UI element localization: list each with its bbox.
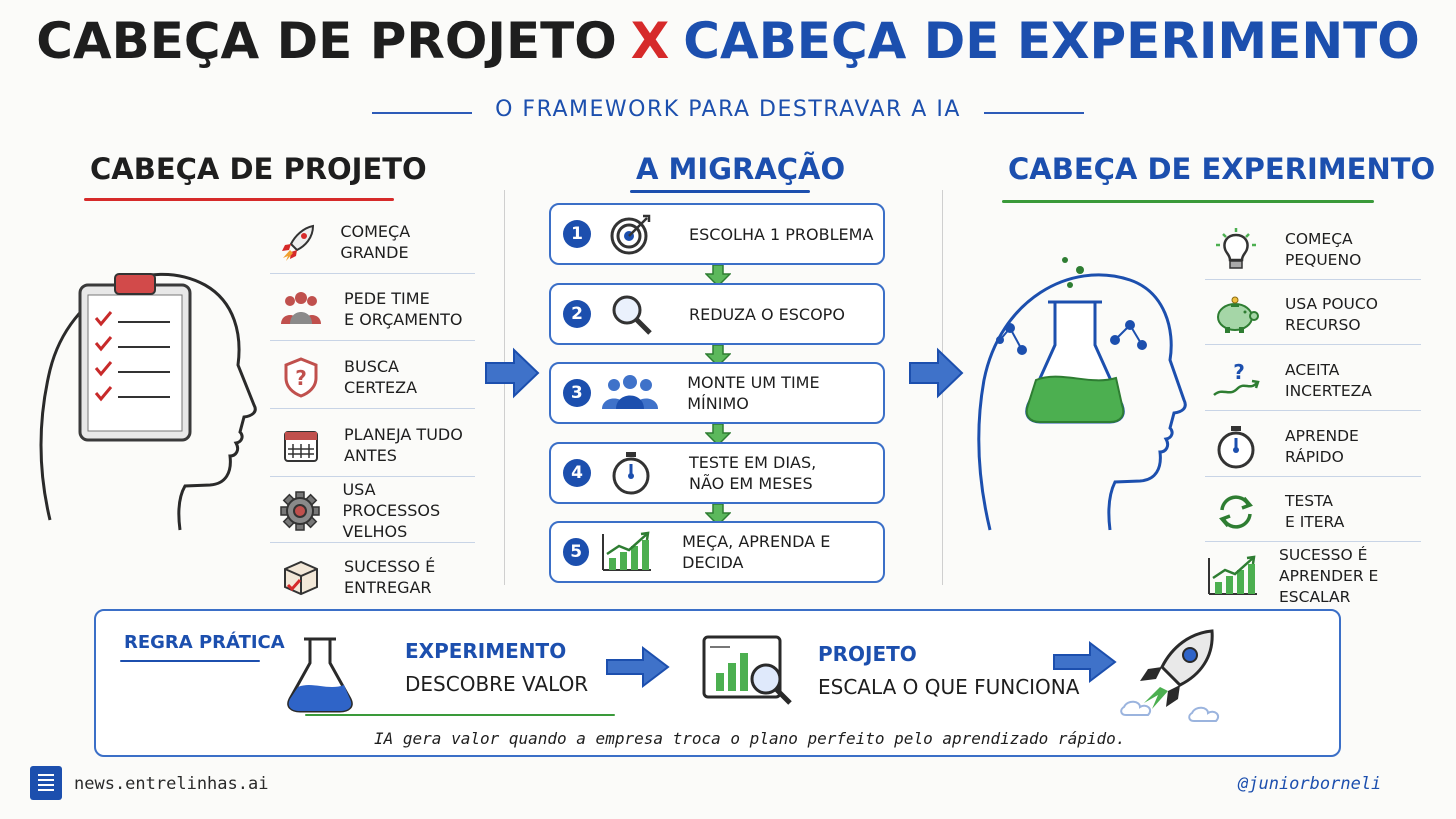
title-x: X (630, 12, 670, 70)
lightbulb-icon (1205, 227, 1267, 273)
right-list-item: ? ACEITA INCERTEZA (1205, 351, 1421, 411)
right-heading: CABEÇA DE EXPERIMENTO (1008, 152, 1436, 186)
project-text: ESCALA O QUE FUNCIONA (818, 675, 1080, 699)
step-number: 3 (563, 379, 591, 407)
head-flask-illustration (977, 257, 1187, 531)
migration-step: 2 REDUZA O ESCOPO (549, 283, 885, 345)
footer-site[interactable]: news.entrelinhas.ai (74, 774, 269, 794)
left-list-label: COMEÇA GRANDE (340, 221, 411, 262)
arrow-down-icon (705, 504, 731, 526)
shield-question-icon: ? (270, 356, 332, 398)
right-list-label: USA POUCO RECURSO (1285, 294, 1378, 334)
migration-step: 1 ESCOLHA 1 PROBLEMA (549, 203, 885, 265)
arrow-right-icon (606, 645, 670, 689)
team-icon (270, 290, 332, 328)
left-list-label: SUCESSO É ENTREGAR (344, 557, 436, 597)
left-list-label: PLANEJA TUDO ANTES (344, 424, 463, 465)
step-label: MONTE UM TIME MÍNIMO (687, 373, 820, 413)
arrow-down-icon (705, 345, 731, 367)
left-heading: CABEÇA DE PROJETO (90, 152, 427, 186)
migration-step: 4 TESTE EM DIAS, NÃO EM MESES (549, 442, 885, 504)
experiment-heading: EXPERIMENTO (405, 639, 567, 663)
left-list-item: SUCESSO É ENTREGAR (270, 545, 475, 609)
rocket-icon (1120, 629, 1220, 722)
right-list-item: TESTA E ITERA (1205, 482, 1421, 542)
left-list-item: PLANEJA TUDO ANTES (270, 413, 475, 477)
subtitle-line-left (372, 112, 472, 114)
separator-left (504, 190, 505, 585)
arrow-right-icon (485, 347, 540, 399)
arrow-down-icon (705, 265, 731, 287)
stopwatch-icon (591, 450, 671, 496)
arrow-down-icon (705, 424, 731, 446)
right-list-label: ACEITA INCERTEZA (1285, 360, 1372, 400)
rule-label: REGRA PRÁTICA (124, 632, 285, 653)
svg-text:?: ? (1233, 361, 1245, 384)
chart-magnifier-icon (702, 635, 792, 705)
right-list-label: TESTA E ITERA (1285, 491, 1345, 531)
right-list-item: APRENDE RÁPIDO (1205, 417, 1421, 477)
title-right: CABEÇA DE EXPERIMENTO (683, 12, 1420, 70)
migration-step: 3 MONTE UM TIME MÍNIMO (549, 362, 885, 424)
project-heading: PROJETO (818, 642, 917, 666)
migration-step: 5 MEÇA, APRENDA E DECIDA (549, 521, 885, 583)
right-list-item: COMEÇA PEQUENO (1205, 220, 1421, 280)
right-list-item: USA POUCO RECURSO (1205, 285, 1421, 345)
step-number: 5 (563, 538, 590, 566)
subtitle: O FRAMEWORK PARA DESTRAVAR A IA (495, 97, 961, 122)
growth-chart-icon (589, 530, 664, 574)
rocket-icon (270, 222, 328, 262)
calendar-icon (270, 425, 332, 465)
growth-chart-icon (1205, 554, 1261, 598)
svg-text:?: ? (295, 366, 307, 390)
step-number: 2 (563, 300, 591, 328)
rule-quote: IA gera valor quando a empresa troca o p… (374, 729, 1126, 748)
arrow-right-icon (909, 347, 964, 399)
left-list-item: PEDE TIME E ORÇAMENTO (270, 277, 475, 341)
newsletter-logo-icon (30, 766, 62, 800)
step-label: TESTE EM DIAS, NÃO EM MESES (689, 453, 817, 493)
rule-accent-line (305, 714, 615, 716)
left-heading-underline (84, 198, 394, 201)
middle-heading: A MIGRAÇÃO (636, 152, 846, 186)
right-list-label: COMEÇA PEQUENO (1285, 229, 1362, 269)
head-clipboard-illustration (39, 272, 257, 531)
left-list-label: USA PROCESSOS VELHOS (342, 480, 441, 541)
left-list-item: USA PROCESSOS VELHOS (270, 479, 475, 543)
step-number: 4 (563, 459, 591, 487)
right-heading-underline (1002, 200, 1374, 203)
magnifier-icon (591, 292, 671, 336)
arrow-right-icon (1053, 640, 1117, 684)
stopwatch-icon (1205, 424, 1267, 470)
box-check-icon (270, 557, 332, 597)
middle-heading-underline (630, 190, 810, 193)
left-list-item: COMEÇA GRANDE (270, 210, 475, 274)
right-list-label: APRENDE RÁPIDO (1285, 426, 1359, 466)
step-label: ESCOLHA 1 PROBLEMA (689, 224, 874, 244)
piggy-bank-icon (1205, 295, 1267, 335)
step-number: 1 (563, 220, 591, 248)
question-path-icon: ? (1205, 361, 1267, 401)
team-icon (591, 373, 670, 413)
target-icon (591, 212, 671, 256)
subtitle-line-right (984, 112, 1084, 114)
right-list-item: SUCESSO É APRENDER E ESCALAR (1205, 546, 1421, 606)
right-list-label: SUCESSO É APRENDER E ESCALAR (1279, 545, 1379, 606)
left-list-item: ? BUSCA CERTEZA (270, 345, 475, 409)
cycle-icon (1205, 490, 1267, 534)
step-label: REDUZA O ESCOPO (689, 304, 845, 324)
footer-handle[interactable]: @juniorborneli (1238, 774, 1382, 794)
flask-icon (287, 637, 353, 713)
step-label: MEÇA, APRENDA E DECIDA (682, 532, 831, 572)
gear-icon (270, 490, 330, 532)
experiment-text: DESCOBRE VALOR (405, 672, 589, 696)
rule-label-underline (120, 660, 260, 662)
left-list-label: BUSCA CERTEZA (344, 356, 418, 397)
left-list-label: PEDE TIME E ORÇAMENTO (344, 288, 463, 329)
title-left: CABEÇA DE PROJETO (36, 12, 617, 70)
